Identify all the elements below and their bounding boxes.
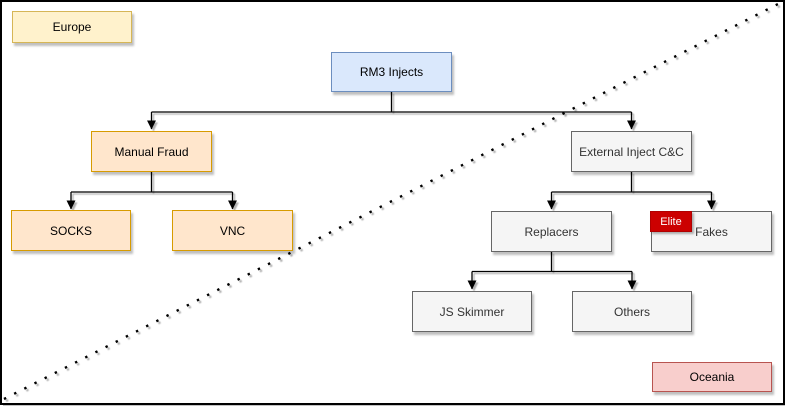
node-manual-fraud: Manual Fraud bbox=[91, 131, 212, 172]
node-label: External Inject C&C bbox=[579, 144, 684, 159]
node-label: JS Skimmer bbox=[439, 304, 505, 319]
node-js-skimmer: JS Skimmer bbox=[412, 291, 532, 332]
node-label: Replacers bbox=[524, 224, 579, 239]
node-external-inject-cc: External Inject C&C bbox=[571, 131, 692, 172]
node-label: Fakes bbox=[695, 224, 728, 239]
node-rm3-injects: RM3 Injects bbox=[331, 52, 452, 92]
badge-label: Elite bbox=[660, 215, 682, 228]
node-label: Manual Fraud bbox=[114, 144, 189, 159]
node-socks: SOCKS bbox=[11, 210, 131, 251]
node-label: Others bbox=[613, 304, 650, 319]
node-label: Europe bbox=[52, 20, 92, 34]
node-vnc: VNC bbox=[172, 210, 293, 251]
elite-badge: Elite bbox=[650, 211, 692, 232]
node-label: SOCKS bbox=[49, 223, 92, 238]
region-label-europe: Europe bbox=[12, 11, 132, 43]
node-replacers: Replacers bbox=[491, 211, 612, 252]
node-label: VNC bbox=[219, 223, 246, 238]
node-others: Others bbox=[572, 291, 692, 332]
region-label-oceania: Oceania bbox=[652, 362, 772, 392]
node-label: RM3 Injects bbox=[359, 65, 424, 79]
node-label: Oceania bbox=[689, 370, 735, 384]
